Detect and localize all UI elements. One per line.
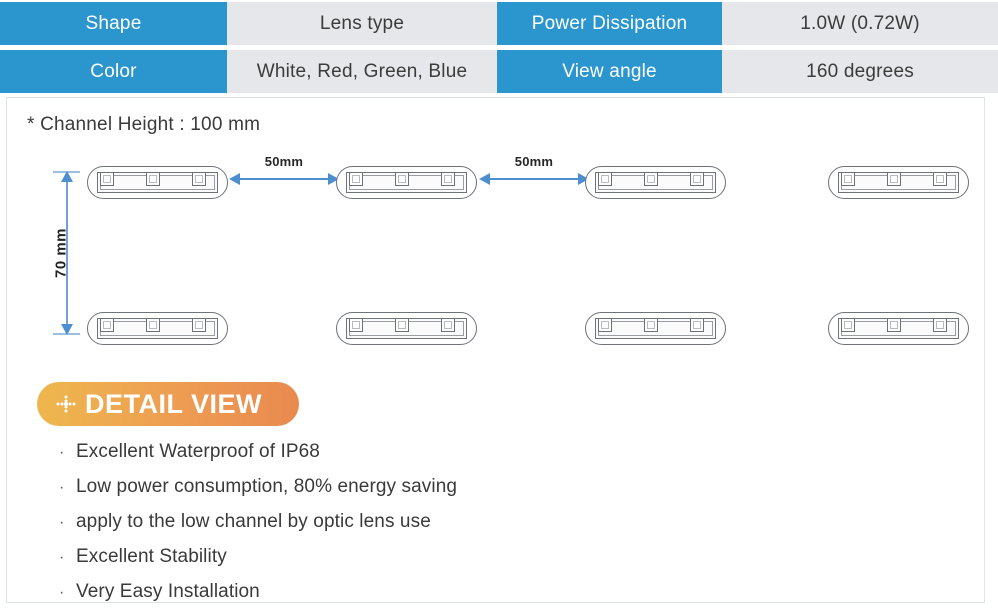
detail-view-title: DETAIL VIEW xyxy=(85,388,263,419)
list-item-label: Excellent Stability xyxy=(76,546,227,567)
list-item-label: Low power consumption, 80% energy saving xyxy=(76,476,458,497)
led-chip xyxy=(690,318,704,332)
led-chip xyxy=(441,172,455,186)
spec-key-view-angle: View angle xyxy=(497,50,722,93)
arrowhead-right-icon xyxy=(578,173,589,185)
arrowhead-down-icon xyxy=(61,324,73,335)
led-chip xyxy=(933,318,947,332)
dimension-line-vertical xyxy=(66,180,68,326)
led-module xyxy=(828,166,969,199)
list-item: · Very Easy Installation xyxy=(59,581,759,603)
spec-table-row: Color White, Red, Green, Blue View angle… xyxy=(0,50,998,93)
led-chip xyxy=(100,172,114,186)
led-chip xyxy=(192,318,206,332)
led-module xyxy=(828,312,969,345)
bullet-icon: · xyxy=(59,479,65,496)
led-module xyxy=(336,166,477,199)
led-chip xyxy=(146,172,160,186)
list-item: · Low power consumption, 80% energy savi… xyxy=(59,476,759,498)
led-chip xyxy=(644,172,658,186)
led-chip xyxy=(146,318,160,332)
detail-view-banner: DETAIL VIEW xyxy=(37,382,299,426)
led-chip xyxy=(887,172,901,186)
list-item: · Excellent Waterproof of IP68 xyxy=(59,441,759,463)
led-module xyxy=(87,312,228,345)
led-module xyxy=(585,312,726,345)
vertical-dimension-label: 70 mm xyxy=(52,227,70,279)
spec-value-view-angle: 160 degrees xyxy=(722,50,998,93)
spec-key-shape: Shape xyxy=(0,2,227,45)
dimension-line-horizontal xyxy=(238,178,330,180)
vertical-dimension-70mm: 70 mm xyxy=(49,171,85,335)
led-chip xyxy=(395,172,409,186)
arrowhead-left-icon xyxy=(229,173,240,185)
bullet-icon: · xyxy=(59,514,65,531)
led-chip xyxy=(395,318,409,332)
list-item: · apply to the low channel by optic lens… xyxy=(59,511,759,533)
spec-table: Shape Lens type Power Dissipation 1.0W (… xyxy=(0,0,998,93)
arrowhead-left-icon xyxy=(479,173,490,185)
horizontal-dimension-50mm: 50mm xyxy=(479,154,589,188)
dimension-line-horizontal xyxy=(488,178,580,180)
led-chip xyxy=(690,172,704,186)
feature-list: · Excellent Waterproof of IP68 · Low pow… xyxy=(59,441,759,616)
led-chip xyxy=(841,318,855,332)
spec-value-shape: Lens type xyxy=(227,2,497,45)
led-chip xyxy=(192,172,206,186)
led-chip xyxy=(644,318,658,332)
led-chip xyxy=(349,318,363,332)
horizontal-dimension-50mm: 50mm xyxy=(229,154,339,188)
led-chip xyxy=(100,318,114,332)
led-module xyxy=(585,166,726,199)
list-item-label: Excellent Waterproof of IP68 xyxy=(76,441,320,462)
channel-height-note: * Channel Height : 100 mm xyxy=(27,114,261,135)
list-item: · Excellent Stability xyxy=(59,546,759,568)
led-chip xyxy=(887,318,901,332)
led-chip xyxy=(441,318,455,332)
list-item-label: apply to the low channel by optic lens u… xyxy=(76,511,431,532)
sparkle-icon xyxy=(53,392,79,416)
spec-table-row: Shape Lens type Power Dissipation 1.0W (… xyxy=(0,2,998,45)
spec-value-power-dissipation: 1.0W (0.72W) xyxy=(722,2,998,45)
led-chip xyxy=(841,172,855,186)
horizontal-dimension-label: 50mm xyxy=(264,154,304,169)
horizontal-dimension-label: 50mm xyxy=(514,154,554,169)
bullet-icon: · xyxy=(59,584,65,601)
bullet-icon: · xyxy=(59,444,65,461)
spec-key-color: Color xyxy=(0,50,227,93)
led-module xyxy=(87,166,228,199)
led-chip xyxy=(933,172,947,186)
arrowhead-up-icon xyxy=(61,171,73,182)
led-chip xyxy=(598,318,612,332)
list-item-label: Very Easy Installation xyxy=(76,581,260,602)
arrowhead-right-icon xyxy=(328,173,339,185)
spec-value-color: White, Red, Green, Blue xyxy=(227,50,497,93)
led-module xyxy=(336,312,477,345)
diagram-panel: * Channel Height : 100 mm 70 mm 50mm 50m… xyxy=(6,97,985,603)
led-chip xyxy=(349,172,363,186)
spec-key-power-dissipation: Power Dissipation xyxy=(497,2,722,45)
led-chip xyxy=(598,172,612,186)
bullet-icon: · xyxy=(59,549,65,566)
